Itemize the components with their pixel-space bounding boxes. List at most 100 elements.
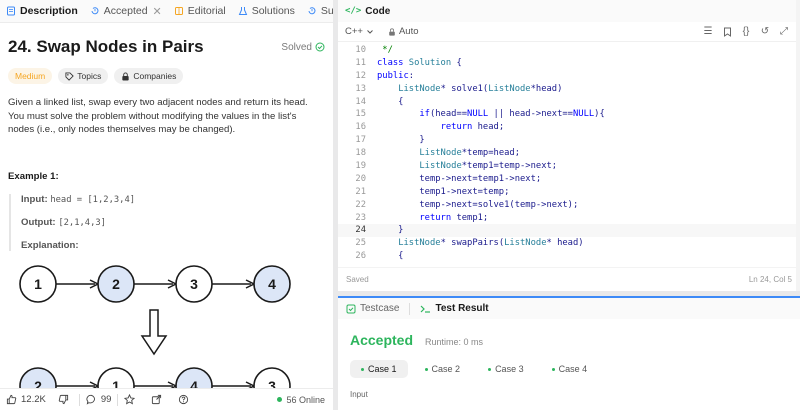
input-label: Input: [21, 193, 48, 205]
case-label: Case 2 [431, 364, 461, 374]
solved-label: Solved [281, 41, 312, 53]
tab-accepted[interactable]: Accepted ✕ [84, 0, 168, 22]
line-number: 25 [355, 238, 366, 249]
case-tab-2[interactable]: Case 2 [414, 360, 472, 378]
code-line[interactable]: 21 temp1->next=temp; [338, 186, 800, 199]
code-line[interactable]: 17 } [338, 134, 800, 147]
fullscreen-icon[interactable]: ⤢ [780, 26, 788, 37]
auto-label: Auto [398, 26, 419, 37]
problem-title[interactable]: 24. Swap Nodes in Pairs [8, 37, 204, 56]
tab-editorial-label: Editorial [187, 5, 226, 17]
reset-icon[interactable]: ↺ [760, 26, 770, 37]
tab-description[interactable]: Description [0, 0, 84, 22]
code-line[interactable]: 23 return temp1; [338, 212, 800, 225]
language-select[interactable]: C++ [345, 26, 374, 37]
history-icon [91, 7, 99, 15]
result-status: Accepted [350, 332, 414, 348]
example-explanation: Explanation: [21, 240, 325, 251]
tab-test-result[interactable]: Test Result [420, 303, 489, 314]
explanation-label: Explanation: [21, 239, 79, 251]
book-icon [174, 7, 183, 15]
line-number: 15 [355, 109, 366, 120]
case-tabs: Case 1 Case 2 Case 3 Case 4 [338, 360, 800, 378]
line-number: 10 [355, 45, 366, 55]
tab-solutions[interactable]: Solutions [232, 0, 301, 22]
saved-status: Saved [346, 275, 369, 284]
online-count: 56 Online [286, 394, 325, 405]
list-node [253, 265, 291, 303]
output-value: [2,1,4,3] [58, 217, 106, 228]
case-tab-4[interactable]: Case 4 [541, 360, 599, 378]
node-value: 2 [112, 276, 120, 292]
code-line[interactable]: 13 ListNode* solve1(ListNode*head) [338, 83, 800, 96]
topics-badge[interactable]: Topics [58, 68, 109, 84]
share-icon [152, 394, 162, 405]
lock-icon [389, 27, 395, 36]
example-output: Output: [2,1,4,3] [21, 217, 325, 228]
help-icon [179, 394, 189, 405]
list-node [19, 265, 57, 303]
code-line[interactable]: 18 ListNode*temp=head; [338, 147, 800, 160]
list-node [253, 367, 291, 388]
code-text: temp->next=temp1->next; [377, 173, 542, 184]
line-number: 17 [355, 135, 366, 146]
example-input: Input: head = [1,2,3,4] [21, 194, 325, 205]
node-value: 3 [190, 276, 198, 292]
difficulty-label: Medium [15, 71, 46, 81]
comments-button[interactable]: 99 [80, 394, 118, 405]
line-number: 19 [355, 161, 366, 172]
tab-solutions-label: Solutions [251, 5, 295, 17]
result-panel: Testcase Test Result Accepted Runtime: 0… [338, 296, 800, 410]
problem-description: Given a linked list, swap every two adja… [8, 97, 308, 135]
tab-submissions-label: Submiss [320, 5, 333, 17]
line-number: 23 [355, 212, 366, 223]
case-label: Case 1 [368, 364, 397, 374]
format-icon[interactable]: ☰ [703, 26, 713, 37]
online-dot [277, 397, 283, 402]
code-line[interactable]: 26 { [338, 250, 800, 263]
code-text: ListNode* swapPairs(ListNode* head) [398, 238, 584, 249]
terminal-icon [421, 305, 431, 313]
like-button[interactable]: 12.2K [0, 394, 52, 405]
code-text: { [377, 251, 404, 262]
close-icon[interactable]: ✕ [152, 5, 162, 18]
code-text: ListNode*temp1=temp->next; [419, 161, 558, 172]
problem-content: 24. Swap Nodes in Pairs Solved Medium To… [0, 37, 333, 251]
editor-scrollbar[interactable] [796, 0, 800, 291]
case-tab-3[interactable]: Case 3 [477, 360, 535, 378]
code-line[interactable]: 25 ListNode* swapPairs(ListNode* head) [338, 237, 800, 250]
tab-testcase[interactable]: Testcase [346, 303, 399, 314]
code-line[interactable]: 15 if(head==NULL || head->next==NULL){ [338, 108, 800, 121]
star-icon [124, 394, 136, 405]
code-line[interactable]: 22 temp->next=solve1(temp->next); [338, 199, 800, 212]
topics-label: Topics [77, 71, 102, 81]
code-line[interactable]: 16 return head; [338, 121, 800, 134]
code-line[interactable]: 19 ListNode*temp1=temp->next; [338, 160, 800, 173]
code-line[interactable]: 20 temp->next=temp1->next; [338, 173, 800, 186]
companies-badge[interactable]: Companies [114, 68, 184, 84]
share-button[interactable] [145, 394, 172, 405]
list-node [97, 367, 135, 388]
tab-editorial[interactable]: Editorial [168, 0, 232, 22]
code-text: } [377, 225, 404, 236]
bookmark-icon[interactable] [721, 26, 733, 38]
code-text: ListNode* solve1(ListNode*head) [398, 83, 563, 94]
code-line[interactable]: 24 } [338, 224, 800, 238]
case-tab-1[interactable]: Case 1 [350, 360, 408, 378]
badge-row: Medium Topics Companies [8, 68, 325, 84]
favorite-button[interactable] [118, 394, 145, 405]
example-block: Input: head = [1,2,3,4] Output: [2,1,4,3… [9, 193, 325, 251]
node-value: 4 [268, 276, 276, 292]
code-line[interactable]: 10 */ [338, 44, 800, 57]
auto-mode[interactable]: Auto [388, 26, 419, 37]
braces-icon[interactable]: {} [742, 26, 750, 37]
code-line[interactable]: 14 { [338, 96, 800, 109]
dislike-button[interactable] [52, 394, 79, 405]
help-button[interactable] [172, 394, 199, 405]
tab-submissions[interactable]: Submiss [301, 0, 333, 22]
